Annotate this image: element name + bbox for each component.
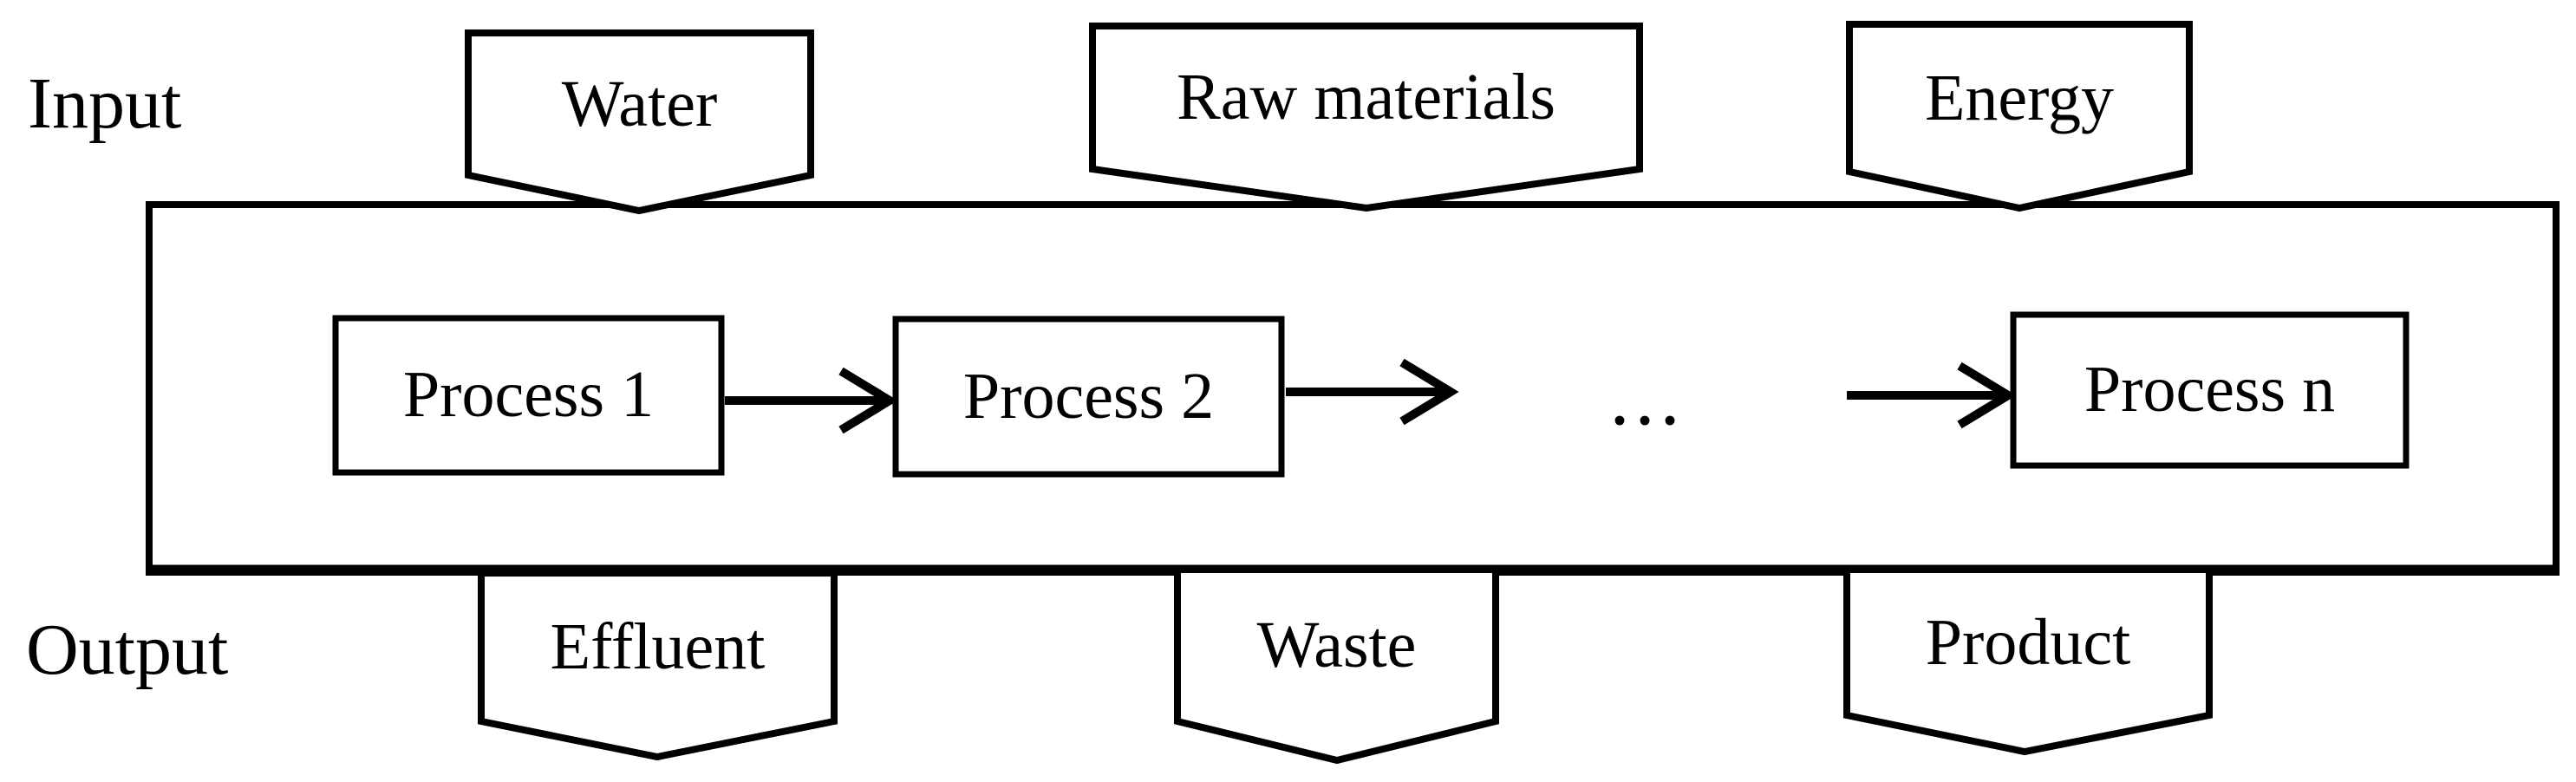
process-1-label: Process 1 [402, 358, 655, 432]
arrow-1-icon [725, 367, 898, 434]
effluent-banner-label: Effluent [550, 610, 766, 684]
energy-banner-label: Energy [1924, 61, 2115, 134]
water-banner-label: Water [561, 67, 718, 140]
water-banner-shape [465, 29, 814, 215]
input-caption: Input [28, 63, 182, 144]
process-2-box [892, 316, 1285, 478]
process-1-box [332, 315, 725, 476]
process-n-label: Process n [2084, 353, 2336, 427]
arrow-2-icon [1286, 358, 1459, 426]
process-n-box [2010, 311, 2410, 469]
energy-banner-shape [1846, 21, 2193, 212]
output-caption: Output [26, 609, 229, 690]
waste-banner-label: Waste [1256, 609, 1417, 682]
product-banner-label: Product [1925, 605, 2131, 679]
ellipsis-label: ... [1609, 353, 1686, 441]
process-2-label: Process 2 [962, 359, 1215, 433]
raw-materials-banner-label: Raw materials [1177, 61, 1555, 134]
raw-materials-banner-shape [1089, 23, 1643, 212]
arrow-3-icon [1847, 362, 2017, 429]
effluent-banner-shape [478, 570, 838, 761]
